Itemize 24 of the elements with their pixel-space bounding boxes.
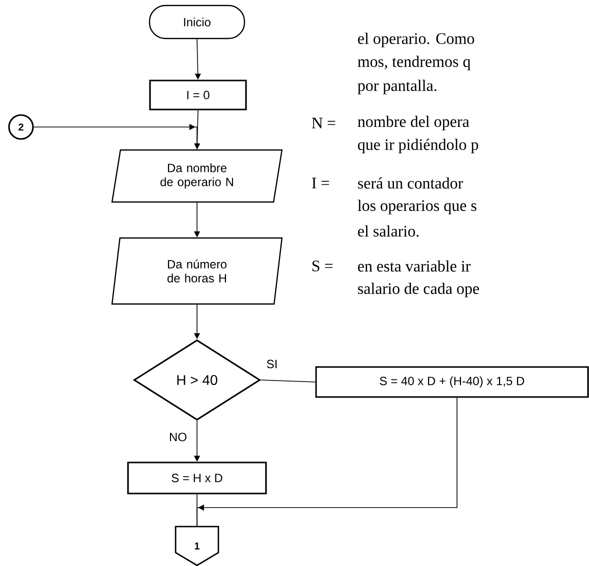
start-terminal: Inicio xyxy=(148,4,246,40)
text-line: los operarios que s xyxy=(358,200,476,214)
text-line: que ir pidiéndolo p xyxy=(358,138,478,154)
variable-label: N = xyxy=(312,118,336,128)
text-line: el salario. xyxy=(358,225,419,237)
input-parallelogram: Da número de horas H xyxy=(111,237,283,305)
variable-label: I = xyxy=(312,178,329,188)
text-line: el operario. Como xyxy=(358,32,474,48)
text-line: nombre del opera xyxy=(358,116,470,130)
text-line: en esta variable ir xyxy=(358,260,471,272)
edge-label: SI xyxy=(265,358,279,370)
text-line: mos, tendremos q xyxy=(358,56,470,70)
arrow xyxy=(33,124,198,150)
text-line: salario de cada ope xyxy=(358,282,480,298)
process-box: S = H x D xyxy=(127,462,267,494)
process-box: I = 0 xyxy=(149,80,247,110)
off-page-connector: 1 xyxy=(174,526,220,566)
process-box: S = 40 x D + (H-40) x 1,5 D xyxy=(315,366,589,398)
edge-label: NO xyxy=(168,432,188,442)
text-line: por pantalla. xyxy=(358,80,436,94)
text-line: será un contador xyxy=(358,177,463,189)
variable-label: S = xyxy=(312,260,333,272)
input-parallelogram: Da nombre de operario N xyxy=(111,149,283,203)
arrow xyxy=(196,397,458,527)
